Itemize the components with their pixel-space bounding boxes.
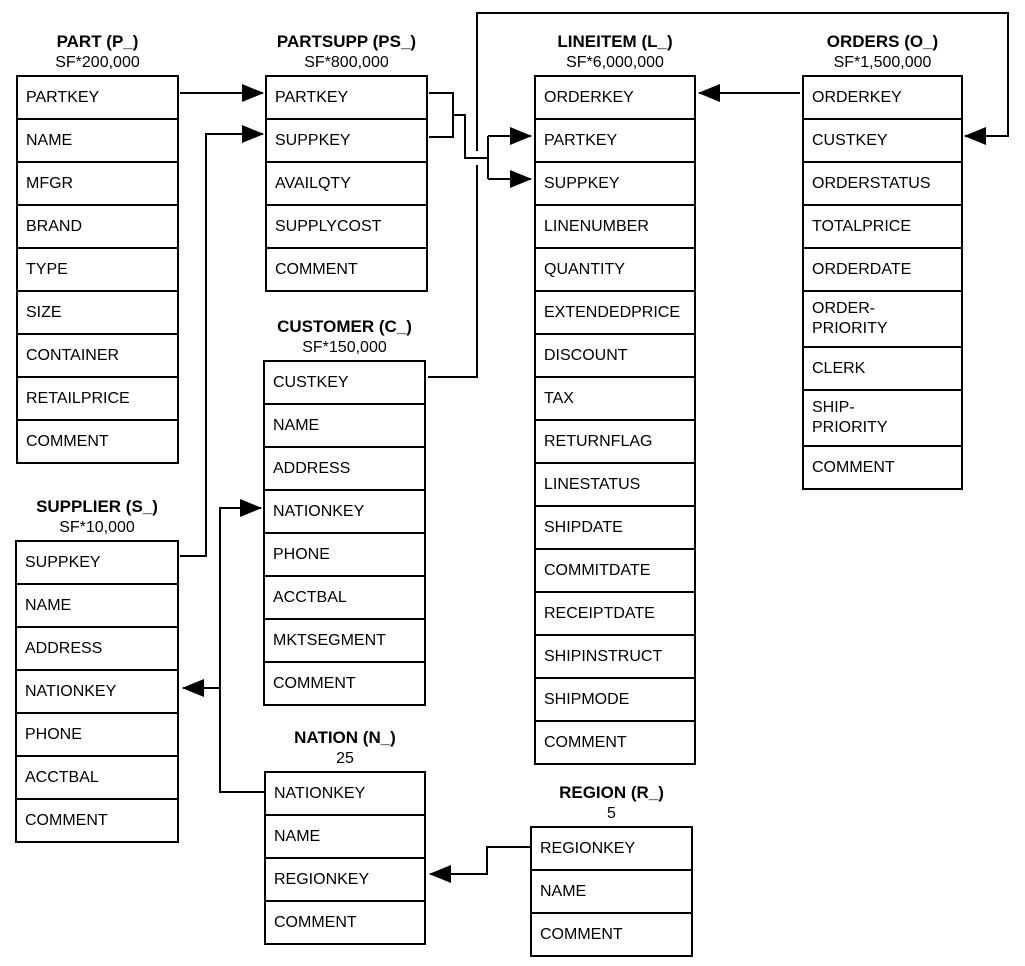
field-phone: PHONE bbox=[265, 532, 424, 575]
field-acctbal: ACCTBAL bbox=[265, 575, 424, 618]
field-commitdate: COMMITDATE bbox=[536, 548, 694, 591]
field-container: CONTAINER bbox=[18, 333, 177, 376]
table-part-cardinality: SF*200,000 bbox=[55, 54, 140, 71]
field-name: NAME bbox=[265, 403, 424, 446]
field-suppkey: SUPPKEY bbox=[536, 161, 694, 204]
field-comment: COMMENT bbox=[536, 720, 694, 763]
field-name: NAME bbox=[532, 869, 691, 912]
table-region-cardinality: 5 bbox=[607, 805, 616, 822]
field-orderkey: ORDERKEY bbox=[812, 88, 902, 106]
field-supplycost: SUPPLYCOST bbox=[267, 204, 426, 247]
field-brand: BRAND bbox=[18, 204, 177, 247]
field-mktsegment: MKTSEGMENT bbox=[265, 618, 424, 661]
field-address: ADDRESS bbox=[265, 446, 424, 489]
field-partkey: PARTKEY bbox=[536, 118, 694, 161]
table-nation-cardinality: 25 bbox=[336, 750, 354, 767]
field-shipinstruct: SHIPINSTRUCT bbox=[536, 634, 694, 677]
field-returnflag: RETURNFLAG bbox=[536, 419, 694, 462]
field-totalprice: TOTALPRICE bbox=[804, 204, 961, 247]
field-orderkey: ORDERKEY bbox=[544, 88, 634, 106]
link-jump-casing bbox=[453, 108, 486, 165]
field-receiptdate: RECEIPTDATE bbox=[536, 591, 694, 634]
table-lineitem-title: LINEITEM (L_) bbox=[557, 32, 673, 51]
link-partsupp-bracket bbox=[429, 92, 454, 138]
field-linenumber: LINENUMBER bbox=[536, 204, 694, 247]
field-comment: COMMENT bbox=[267, 247, 426, 290]
table-supplier-title: SUPPLIER (S_) bbox=[36, 497, 158, 516]
field-comment: COMMENT bbox=[17, 798, 177, 841]
table-customer-cardinality: SF*150,000 bbox=[302, 339, 387, 356]
field-order-priority: ORDER- PRIORITY bbox=[804, 290, 961, 346]
field-custkey: CUSTKEY bbox=[273, 373, 349, 391]
field-custkey: CUSTKEY bbox=[804, 118, 961, 161]
field-quantity: QUANTITY bbox=[536, 247, 694, 290]
table-customer-title: CUSTOMER (C_) bbox=[277, 317, 412, 336]
field-comment: COMMENT bbox=[18, 419, 177, 462]
field-size: SIZE bbox=[18, 290, 177, 333]
field-orderstatus: ORDERSTATUS bbox=[804, 161, 961, 204]
field-nationkey: NATIONKEY bbox=[265, 489, 424, 532]
field-nationkey: NATIONKEY bbox=[17, 669, 177, 712]
link-supplier-suppkey-to-partsupp-suppkey bbox=[180, 125, 264, 557]
field-retailprice: RETAILPRICE bbox=[18, 376, 177, 419]
field-name: NAME bbox=[18, 118, 177, 161]
field-extendedprice: EXTENDEDPRICE bbox=[536, 290, 694, 333]
field-phone: PHONE bbox=[17, 712, 177, 755]
field-name: NAME bbox=[17, 583, 177, 626]
field-partkey: PARTKEY bbox=[275, 88, 349, 106]
table-region-title: REGION (R_) bbox=[559, 783, 664, 802]
field-suppkey: SUPPKEY bbox=[267, 118, 426, 161]
field-comment: COMMENT bbox=[265, 661, 424, 704]
field-comment: COMMENT bbox=[266, 900, 424, 943]
field-mfgr: MFGR bbox=[18, 161, 177, 204]
field-address: ADDRESS bbox=[17, 626, 177, 669]
table-partsupp-title: PARTSUPP (PS_) bbox=[276, 32, 417, 51]
field-comment: COMMENT bbox=[532, 912, 691, 955]
table-part-title: PART (P_) bbox=[56, 32, 139, 51]
field-shipmode: SHIPMODE bbox=[536, 677, 694, 720]
field-linestatus: LINESTATUS bbox=[536, 462, 694, 505]
table-partsupp: PARTSUPP (PS_) SF*800,000 PARTKEY SUPPKEY… bbox=[265, 31, 428, 292]
table-orders-title: ORDERS (O_) bbox=[826, 32, 939, 51]
field-tax: TAX bbox=[536, 376, 694, 419]
field-name: NAME bbox=[266, 814, 424, 857]
field-acctbal: ACCTBAL bbox=[17, 755, 177, 798]
link-region-regionkey-to-nation-regionkey bbox=[429, 846, 530, 883]
field-clerk: CLERK bbox=[804, 346, 961, 389]
table-supplier-cardinality: SF*10,000 bbox=[59, 519, 135, 536]
field-regionkey: REGIONKEY bbox=[540, 839, 636, 857]
field-nationkey: NATIONKEY bbox=[274, 784, 366, 802]
field-discount: DISCOUNT bbox=[536, 333, 694, 376]
field-comment: COMMENT bbox=[804, 445, 961, 488]
table-nation-title: NATION (N_) bbox=[294, 728, 396, 747]
link-partsupp-zigzag bbox=[453, 114, 488, 159]
field-shipdate: SHIPDATE bbox=[536, 505, 694, 548]
field-orderdate: ORDERDATE bbox=[804, 247, 961, 290]
field-suppkey: SUPPKEY bbox=[25, 553, 101, 571]
table-lineitem-cardinality: SF*6,000,000 bbox=[566, 54, 664, 71]
table-orders: ORDERS (O_) SF*1,500,000 ORDERKEY CUSTKEY… bbox=[802, 31, 963, 490]
table-lineitem: LINEITEM (L_) SF*6,000,000 ORDERKEY PARTK… bbox=[534, 31, 696, 765]
link-nation-nationkey-to-customer-nationkey bbox=[219, 499, 266, 793]
table-orders-cardinality: SF*1,500,000 bbox=[833, 54, 932, 71]
field-type: TYPE bbox=[18, 247, 177, 290]
table-partsupp-cardinality: SF*800,000 bbox=[304, 54, 389, 71]
field-partkey: PARTKEY bbox=[26, 88, 100, 106]
field-ship-priority: SHIP- PRIORITY bbox=[804, 389, 961, 445]
field-availqty: AVAILQTY bbox=[267, 161, 426, 204]
field-regionkey: REGIONKEY bbox=[266, 857, 424, 900]
